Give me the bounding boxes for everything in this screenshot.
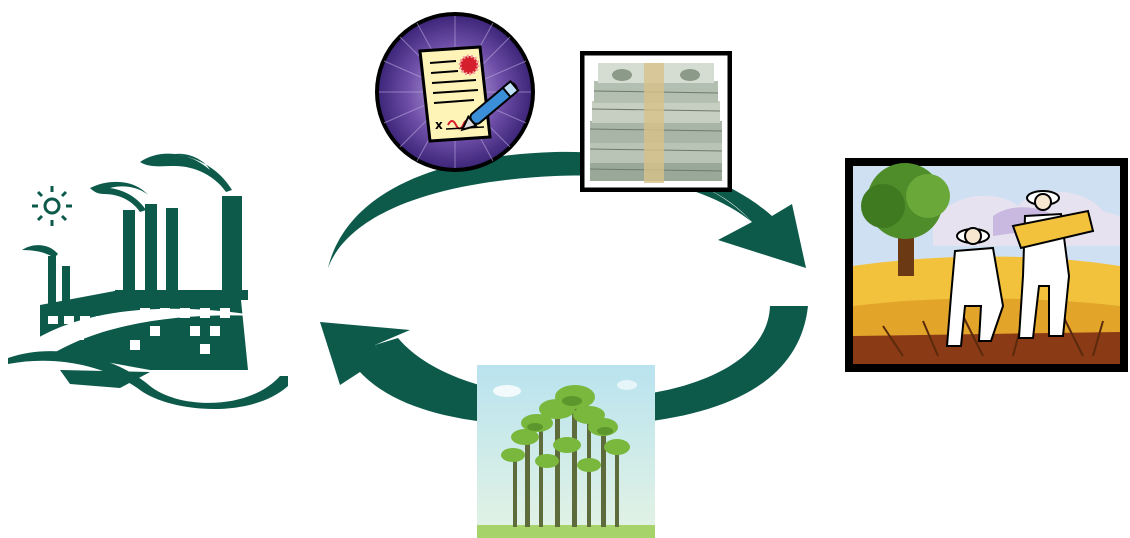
bottom-arc-arrow (320, 306, 808, 427)
signed-contract-icon: x (375, 12, 535, 172)
money-stack-icon (580, 51, 732, 192)
signature-x: x (435, 118, 443, 132)
factory-icon (8, 153, 288, 410)
farmers-harvest-icon (845, 158, 1128, 372)
forest-trees-icon (477, 365, 655, 538)
